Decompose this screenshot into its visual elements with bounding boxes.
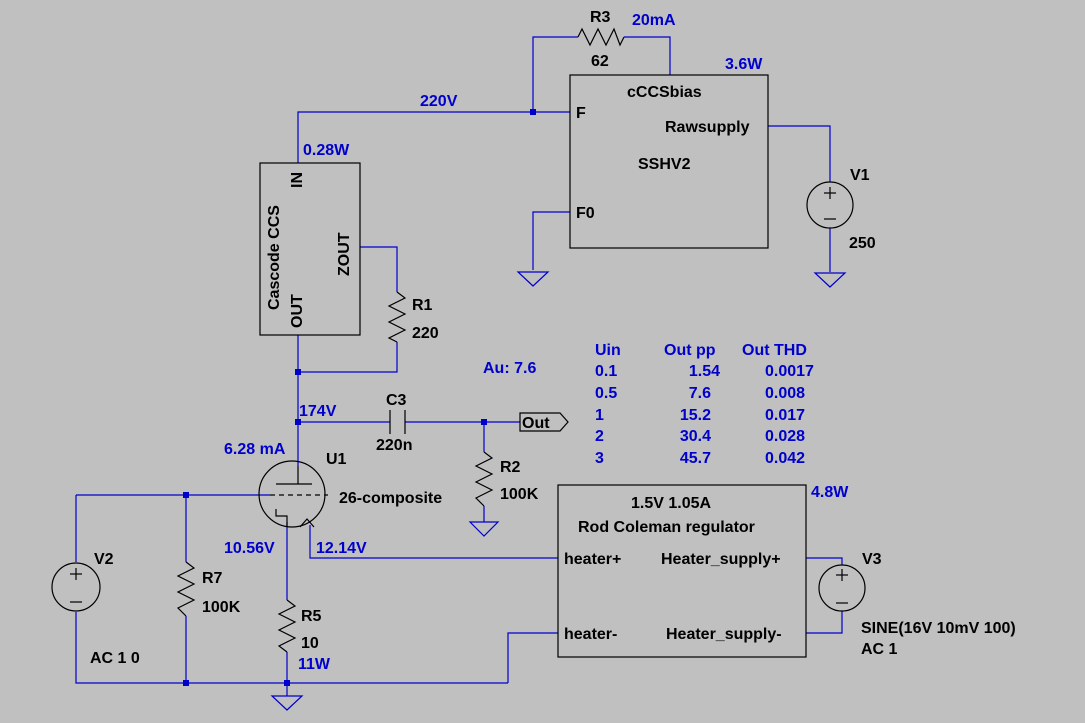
ground-v1 [813, 272, 847, 288]
bias-pin-rawsupply: Rawsupply [665, 119, 750, 136]
table-cell: 2 [595, 428, 604, 445]
table-cell: 30.4 [680, 428, 711, 445]
table-cell: 0.0017 [765, 363, 814, 380]
bias-pin-f0: F0 [576, 205, 595, 222]
heater-voltage: 12.14V [316, 540, 367, 557]
regulator-pin-heater-plus: heater+ [564, 551, 621, 568]
regulator-pin-heater-minus: heater- [564, 626, 617, 643]
c3-value: 220n [376, 437, 412, 454]
bias-block-name: cCCSbias [627, 84, 702, 101]
u1-ref: U1 [326, 451, 347, 468]
capacitor-c3[interactable]: C3 220n [376, 392, 412, 454]
r1-value: 220 [412, 325, 439, 342]
table-header: Out pp [664, 342, 716, 359]
ccs-pin-zout: ZOUT [336, 232, 353, 276]
ground-bias-f0 [516, 271, 550, 287]
table-cell: 3 [595, 450, 604, 467]
v1-value: 250 [849, 235, 876, 252]
v2-value: AC 1 0 [90, 650, 140, 667]
table-cell: 7.6 [689, 385, 711, 402]
table-cell: 45.7 [680, 450, 711, 467]
r1-ref: R1 [412, 297, 433, 314]
v3-value-line2: AC 1 [861, 641, 898, 658]
table-cell: 0.042 [765, 450, 805, 467]
f-voltage: 220V [420, 93, 458, 110]
table-cell: 0.028 [765, 428, 805, 445]
table-cell: 15.2 [680, 407, 711, 424]
bias-power: 3.6W [725, 56, 763, 73]
out-port[interactable]: Out [519, 412, 569, 432]
gain-label: Au: 7.6 [483, 360, 536, 377]
resistor-r5[interactable]: R5 10 [277, 599, 322, 653]
table-header: Out THD [742, 342, 807, 359]
r5-power: 11W [298, 656, 331, 673]
r5-value: 10 [301, 635, 319, 652]
voltage-source-v1[interactable]: V1 250 [806, 167, 876, 252]
annotations: 20mA 3.6W 220V 0.28W 174V 6.28 mA 10.56V… [224, 12, 849, 673]
resistor-r1[interactable]: R1 220 [387, 291, 439, 343]
cathode-voltage: 10.56V [224, 540, 275, 557]
ccs-power: 0.28W [303, 142, 350, 159]
voltage-source-v2[interactable]: V2 AC 1 0 [51, 551, 140, 667]
table-cell: 1 [595, 407, 604, 424]
table-header: Uin [595, 342, 621, 359]
ccs-pin-out: OUT [289, 294, 306, 328]
junction-dots [183, 109, 536, 686]
voltage-source-v3[interactable]: V3 SINE(16V 10mV 100) AC 1 [818, 551, 1016, 658]
ccs-pin-in: IN [289, 172, 306, 188]
regulator-spec: 1.5V 1.05A [631, 495, 712, 512]
r3-ref: R3 [590, 9, 611, 26]
heater-regulator-block[interactable]: 1.5V 1.05A Rod Coleman regulator heater+… [557, 484, 807, 658]
r3-current: 20mA [632, 12, 676, 29]
ground-symbols [270, 271, 847, 711]
r7-ref: R7 [202, 570, 223, 587]
wires [75, 36, 843, 696]
table-cell: 1.54 [689, 363, 720, 380]
v1-ref: V1 [850, 167, 870, 184]
triode-u1[interactable]: U1 26-composite [258, 451, 442, 528]
v2-ref: V2 [94, 551, 114, 568]
regulator-name: Rod Coleman regulator [578, 519, 755, 536]
cascode-ccs-block[interactable]: Cascode CCS IN ZOUT OUT [259, 162, 361, 336]
out-port-label: Out [522, 415, 550, 432]
plate-voltage: 174V [299, 403, 337, 420]
resistor-r7[interactable]: R7 100K [176, 561, 241, 617]
resistor-r2[interactable]: R2 100K [474, 451, 539, 507]
ground-main [270, 695, 304, 711]
regulator-pin-supply-minus: Heater_supply- [666, 626, 782, 643]
bias-block-subtitle: SSHV2 [638, 156, 691, 173]
c3-ref: C3 [386, 392, 407, 409]
r2-value: 100K [500, 486, 539, 503]
plate-current: 6.28 mA [224, 441, 286, 458]
resistor-r3[interactable]: R3 62 [577, 9, 625, 70]
regulator-pin-supply-plus: Heater_supply+ [661, 551, 781, 568]
bias-pin-f: F [576, 105, 586, 122]
u1-value: 26-composite [339, 490, 442, 507]
regulator-power: 4.8W [811, 484, 849, 501]
ccs-block-name: Cascode CCS [266, 205, 283, 310]
v3-value-line1: SINE(16V 10mV 100) [861, 620, 1016, 637]
table-cell: 0.008 [765, 385, 805, 402]
r3-value: 62 [591, 53, 609, 70]
r5-ref: R5 [301, 608, 322, 625]
v3-ref: V3 [862, 551, 882, 568]
table-cell: 0.017 [765, 407, 805, 424]
ccs-bias-block[interactable]: cCCSbias F Rawsupply SSHV2 F0 [569, 74, 769, 249]
table-cell: 0.1 [595, 363, 617, 380]
table-cell: 0.5 [595, 385, 617, 402]
r7-value: 100K [202, 599, 241, 616]
results-table: Uin Out pp Out THD 0.1 1.54 0.0017 0.5 7… [595, 342, 814, 467]
r2-ref: R2 [500, 459, 521, 476]
ground-r2 [468, 521, 500, 537]
